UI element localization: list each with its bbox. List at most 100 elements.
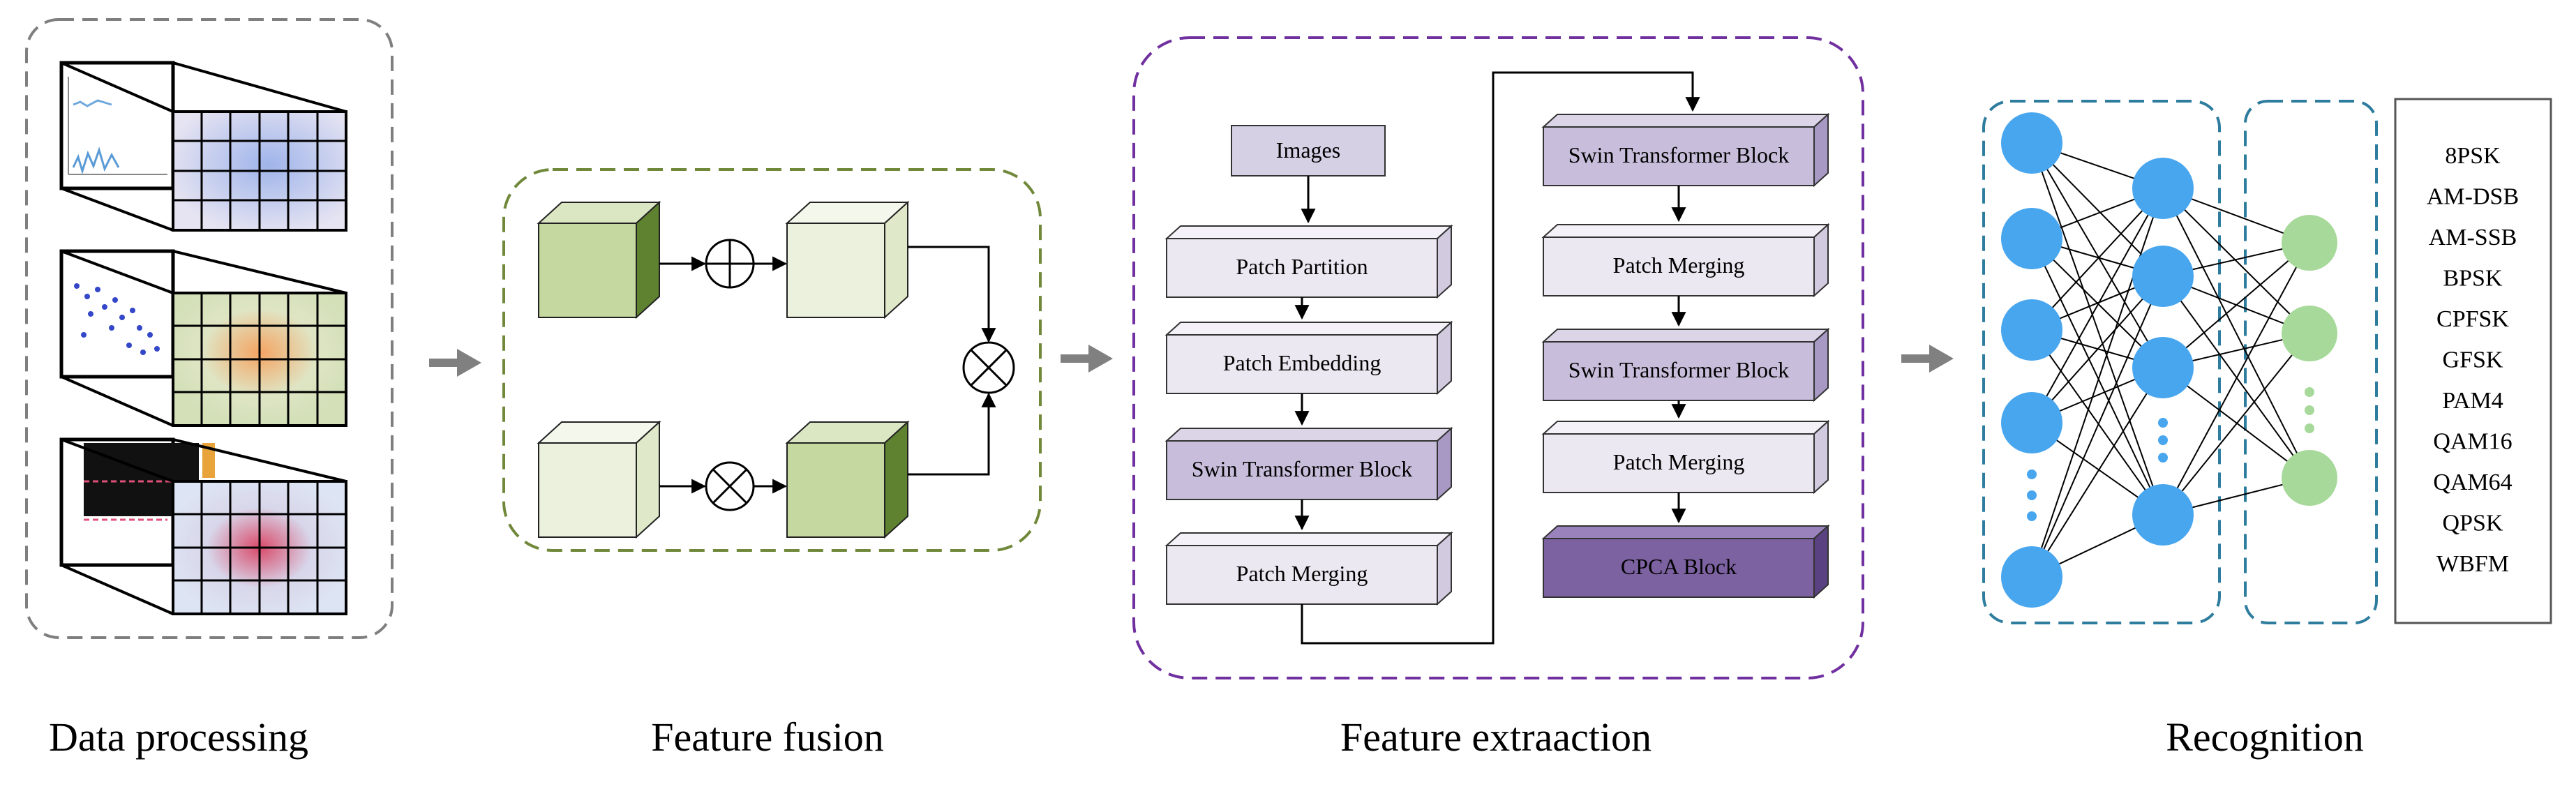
- block-label: Patch Merging: [1236, 561, 1368, 586]
- block-label: Swin Transformer Block: [1568, 357, 1789, 382]
- feature-extraction-section: Images Patch Partition Patch Embedding S…: [1132, 36, 1864, 679]
- ellipsis-dot: [2158, 435, 2168, 445]
- neuron: [2001, 208, 2062, 269]
- neuron: [2132, 484, 2194, 546]
- neuron: [2001, 299, 2062, 361]
- block-label: Patch Embedding: [1223, 350, 1381, 375]
- nn-edge: [2031, 367, 2164, 578]
- class-label: QAM64: [2433, 469, 2512, 495]
- label-data-processing: Data processing: [49, 714, 308, 760]
- feature-fusion-section: [502, 168, 1042, 552]
- nn-edge: [2162, 242, 2310, 368]
- neural-network-layer-1: [2001, 112, 2062, 608]
- data-slice-2: [59, 249, 347, 427]
- block-swin-transformer-right-1: Swin Transformer Block: [1541, 112, 1830, 188]
- block-label: Swin Transformer Block: [1192, 456, 1412, 481]
- class-label: BPSK: [2443, 266, 2502, 292]
- neuron: [2282, 215, 2337, 271]
- label-recognition: Recognition: [2166, 714, 2364, 760]
- block-label: Patch Merging: [1613, 253, 1745, 278]
- class-label: QAM16: [2433, 429, 2512, 455]
- flow-arrow-3: [1901, 345, 1954, 373]
- nn-edge: [2031, 142, 2164, 368]
- nn-edge: [2162, 276, 2310, 479]
- neuron: [2001, 112, 2062, 174]
- block-label: Swin Transformer Block: [1568, 142, 1789, 167]
- block-label: Images: [1276, 137, 1340, 163]
- class-label: 8PSK: [2445, 143, 2501, 169]
- block-swin-transformer-left: Swin Transformer Block: [1165, 426, 1453, 502]
- block-patch-merging-right-1: Patch Merging: [1541, 223, 1830, 298]
- block-patch-embedding: Patch Embedding: [1165, 320, 1453, 396]
- nn-edge: [2031, 238, 2164, 516]
- ellipsis-dot: [2305, 387, 2314, 397]
- cube-light-top-right: [785, 200, 910, 320]
- extraction-connectors: [1294, 71, 1700, 645]
- cube-dark-bottom-right: [785, 420, 910, 539]
- ellipsis-dot: [2305, 405, 2314, 415]
- nn-edge: [2031, 188, 2164, 578]
- nn-edge: [2031, 188, 2164, 423]
- ellipsis-dot: [2158, 453, 2168, 463]
- ellipsis-dot: [2027, 469, 2037, 479]
- cube-dark-top-left: [537, 200, 661, 320]
- flow-arrow-1: [429, 349, 481, 377]
- section-labels: Data processing Feature fusion Feature e…: [49, 714, 2364, 760]
- nn-edge: [2031, 142, 2164, 516]
- neuron: [2001, 392, 2062, 453]
- nn-edge: [2162, 333, 2310, 516]
- data-slice-3: [59, 437, 347, 615]
- data-slice-1: [59, 61, 347, 232]
- images-box: Images: [1231, 125, 1386, 176]
- class-label: PAM4: [2442, 388, 2503, 414]
- class-list-box: [2394, 98, 2552, 624]
- block-cpca: CPCA Block: [1541, 524, 1830, 599]
- ellipsis-dot: [2305, 423, 2314, 433]
- label-feature-extraction: Feature extraaction: [1340, 714, 1652, 760]
- class-label: QPSK: [2443, 511, 2503, 536]
- block-label: Patch Merging: [1613, 449, 1745, 474]
- ellipsis-dot: [2158, 418, 2168, 428]
- block-patch-merging-right-2: Patch Merging: [1541, 419, 1830, 495]
- times-circle-icon: [962, 341, 1015, 394]
- block-label: CPCA Block: [1621, 554, 1737, 579]
- feature-extraction-border: [1132, 36, 1864, 679]
- nn-edge: [2162, 188, 2310, 479]
- nn-edge: [2031, 188, 2164, 331]
- nn-edge: [2031, 329, 2164, 516]
- neuron: [2132, 158, 2194, 219]
- fusion-connectors: [659, 246, 996, 494]
- neural-network-layer-2: [2132, 158, 2194, 546]
- nn-edge: [2162, 242, 2310, 516]
- class-label: WBFM: [2436, 551, 2509, 577]
- times-circle-icon: [705, 461, 755, 511]
- cube-light-bottom-left: [537, 420, 661, 539]
- class-label: AM-SSB: [2429, 225, 2517, 250]
- block-patch-merging-left: Patch Merging: [1165, 531, 1453, 606]
- recognition-border-output: [2244, 100, 2378, 624]
- block-label: Patch Partition: [1236, 254, 1368, 279]
- recognition-border-hidden: [1982, 100, 2221, 624]
- neural-network-output-layer: [2282, 215, 2337, 506]
- feature-fusion-border: [502, 168, 1042, 552]
- nn-edge: [2162, 188, 2310, 334]
- flow-arrow-2: [1061, 345, 1113, 373]
- neuron: [2282, 306, 2337, 361]
- data-processing-section: [25, 18, 394, 639]
- ellipsis-dot: [2027, 511, 2037, 521]
- nn-edge: [2031, 276, 2164, 423]
- neuron: [2132, 246, 2194, 307]
- block-patch-partition: Patch Partition: [1165, 224, 1453, 299]
- nn-edge: [2031, 276, 2164, 578]
- class-label: CPFSK: [2436, 306, 2509, 332]
- plus-circle-icon: [705, 239, 755, 289]
- class-list: 8PSK AM-DSB AM-SSB BPSK CPFSK GFSK PAM4QAM16QA…: [2427, 143, 2519, 577]
- label-feature-fusion: Feature fusion: [651, 714, 883, 760]
- ellipsis-dot: [2027, 490, 2037, 500]
- class-label: AM-DSB: [2427, 184, 2519, 210]
- block-swin-transformer-right-2: Swin Transformer Block: [1541, 327, 1830, 403]
- neuron: [2282, 450, 2337, 506]
- flow-arrows: [429, 345, 1954, 377]
- class-label: GFSK: [2443, 347, 2503, 373]
